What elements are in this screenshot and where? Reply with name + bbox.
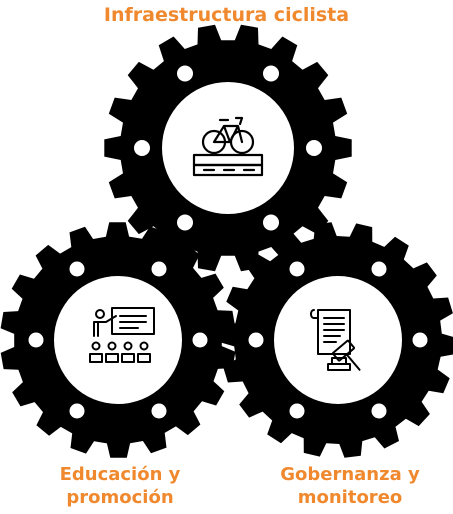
label-educacion-line1: Educación y: [59, 464, 181, 485]
label-educacion: Educación y promoción: [20, 464, 220, 509]
gear-right: [220, 222, 453, 458]
label-educacion-line2: promoción: [66, 486, 174, 508]
bicycle-on-lane-icon: [192, 116, 264, 177]
document-gavel-icon: [310, 309, 361, 371]
label-gobernanza-line2: monitoreo: [297, 486, 403, 508]
label-gobernanza: Gobernanza y monitoreo: [250, 464, 450, 509]
label-gobernanza-line1: Gobernanza y: [280, 464, 420, 485]
gear-top: [104, 24, 352, 272]
title-infraestructura-text: Infraestructura ciclista: [103, 4, 350, 26]
title-infraestructura: Infraestructura ciclista: [0, 4, 453, 28]
teacher-presentation-icon: [89, 307, 155, 363]
